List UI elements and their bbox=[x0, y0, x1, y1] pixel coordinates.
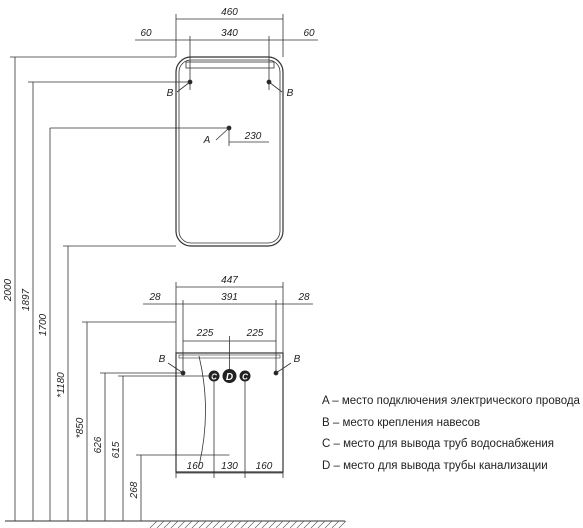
water-pipe-right-label: C bbox=[242, 373, 248, 382]
vertical-dimensions bbox=[10, 56, 230, 521]
cabinet-bottom-right-label: 160 bbox=[256, 461, 273, 472]
cabinet-inner-width-label: 391 bbox=[221, 292, 238, 303]
height-1897-label: 1897 bbox=[21, 288, 32, 311]
cabinet-width-label: 447 bbox=[221, 275, 238, 286]
water-pipe-left-label: C bbox=[211, 373, 217, 382]
cabinet-bottom-mid-label: 130 bbox=[221, 461, 238, 472]
mirror-hanger-left-label: B bbox=[167, 88, 174, 99]
height-850-label: *850 bbox=[75, 417, 86, 438]
water-pipe-right-marker bbox=[239, 370, 251, 382]
mirror-right-offset-label: 60 bbox=[303, 28, 315, 39]
legend-item-d: D – место для вывода трубы канализации bbox=[322, 459, 548, 472]
mirror-outer-frame bbox=[175, 56, 284, 247]
cabinet-dimensions bbox=[143, 282, 313, 478]
height-268-label: 268 bbox=[129, 481, 140, 499]
mirror-width-label: 460 bbox=[221, 7, 238, 18]
height-615-label: 615 bbox=[111, 441, 122, 458]
mirror-dimensions bbox=[135, 14, 318, 90]
floor-hatching bbox=[149, 520, 347, 528]
mirror-inner-frame bbox=[178, 59, 281, 244]
height-2000-label: 2000 bbox=[3, 278, 14, 302]
cabinet-door-curve bbox=[198, 355, 206, 467]
drain-pipe-marker bbox=[222, 369, 237, 383]
cabinet-right-offset-label: 28 bbox=[297, 292, 310, 303]
cabinet-hanger-right-label: B bbox=[294, 354, 301, 365]
point-a-label: A bbox=[203, 135, 211, 146]
point-a bbox=[50, 125, 269, 146]
legend: A – место подключения электрического про… bbox=[322, 391, 580, 477]
legend-item-c: C – место для вывода труб водоснабжения bbox=[322, 438, 554, 450]
point-a-offset-label: 230 bbox=[244, 131, 262, 142]
height-1700-label: 1700 bbox=[38, 313, 49, 336]
height-1180-label: *1180 bbox=[56, 372, 67, 398]
height-626-label: 626 bbox=[93, 436, 104, 453]
mirror-inner-width-label: 340 bbox=[221, 28, 238, 39]
legend-item-b: B – место крепления навесов bbox=[322, 416, 481, 429]
mirror-hanger-right-label: B bbox=[287, 88, 294, 99]
cabinet-hanger-left-label: B bbox=[159, 354, 166, 365]
cabinet-half-left-label: 225 bbox=[196, 328, 214, 339]
mirror-hangers bbox=[176, 79, 283, 93]
cabinet-half-right-label: 225 bbox=[246, 328, 264, 339]
mirror-top-lamp bbox=[185, 61, 275, 69]
cabinet-left-offset-label: 28 bbox=[148, 292, 161, 303]
drain-pipe-label: D bbox=[226, 372, 233, 383]
legend-item-a: A – место подключения электрического про… bbox=[322, 395, 580, 407]
mirror-left-offset-label: 60 bbox=[140, 28, 152, 39]
cabinet-bottom-left-label: 160 bbox=[187, 461, 204, 472]
mirror bbox=[175, 56, 284, 247]
